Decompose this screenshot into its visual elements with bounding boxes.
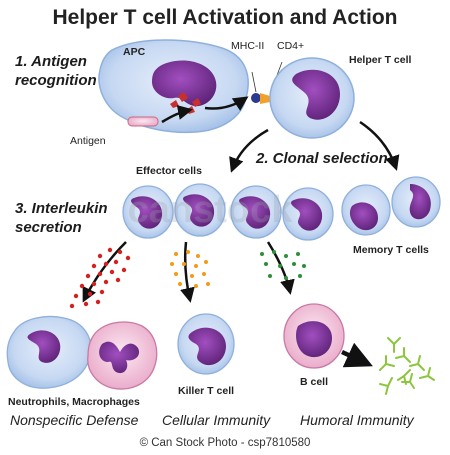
helper-t-cell bbox=[269, 57, 355, 139]
arrow-to-neutrophils bbox=[82, 241, 127, 303]
killer-t-cell bbox=[177, 313, 235, 375]
arrow-to-antibodies bbox=[341, 342, 373, 368]
arrow-to-effector bbox=[229, 128, 269, 173]
step-2-label: 2. Clonal selection bbox=[256, 150, 388, 167]
orange-interleukin-dots bbox=[170, 250, 210, 288]
presentation-arrow bbox=[204, 96, 249, 111]
effector-label: Effector cells bbox=[136, 165, 202, 177]
antigen-label: Antigen bbox=[70, 135, 106, 147]
mhc-label: MHC-II bbox=[231, 40, 265, 52]
footer-credit: © Can Stock Photo - csp7810580 bbox=[139, 437, 311, 449]
arrow-to-killer bbox=[180, 241, 195, 303]
effector-cells bbox=[122, 183, 334, 241]
antigen-arrow bbox=[161, 105, 193, 124]
killer-t-label: Killer T cell bbox=[178, 385, 235, 397]
watermark: canstock bbox=[128, 189, 294, 231]
arrow-to-memory bbox=[359, 120, 400, 171]
diagram-title: Helper T cell Activation and Action bbox=[52, 6, 398, 29]
helper-t-label: Helper T cell bbox=[349, 54, 412, 66]
category-cellular: Cellular Immunity bbox=[162, 412, 271, 428]
neutrophils-label: Neutrophils, Macrophages bbox=[8, 396, 140, 408]
red-interleukin-dots bbox=[69, 247, 131, 309]
apc-cell bbox=[98, 39, 249, 134]
b-cell-label: B cell bbox=[300, 376, 329, 388]
macrophage-cell bbox=[87, 321, 158, 390]
step-1-line-2: recognition bbox=[15, 72, 97, 89]
step-1-line-1: 1. Antigen bbox=[15, 53, 87, 70]
step-3-line-2: secretion bbox=[15, 219, 82, 236]
antigen-particle bbox=[127, 116, 159, 127]
b-cell bbox=[283, 303, 345, 369]
category-humoral: Humoral Immunity bbox=[300, 412, 414, 428]
category-nonspecific: Nonspecific Defense bbox=[10, 412, 139, 428]
neutrophil-cell bbox=[6, 315, 92, 389]
cd4-label: CD4+ bbox=[277, 40, 305, 52]
green-interleukin-dots bbox=[260, 250, 306, 280]
memory-cells bbox=[341, 176, 441, 236]
antibodies bbox=[379, 337, 435, 395]
memory-label: Memory T cells bbox=[353, 244, 429, 256]
apc-label: APC bbox=[123, 46, 146, 58]
step-3-line-1: 3. Interleukin bbox=[15, 200, 108, 217]
